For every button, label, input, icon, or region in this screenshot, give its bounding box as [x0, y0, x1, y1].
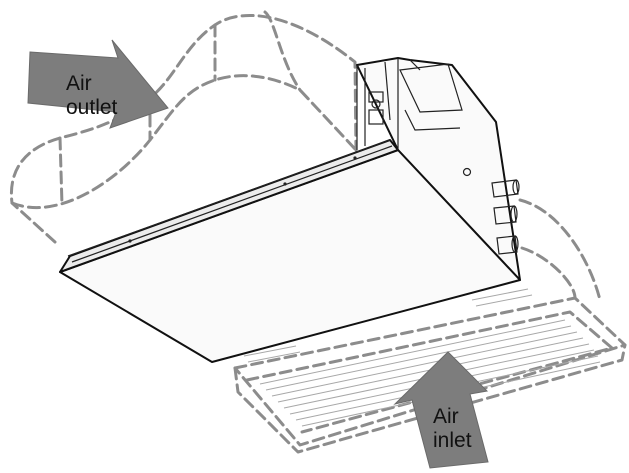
inlet-grille-slats: [243, 288, 601, 427]
air-outlet-arrow: [27, 39, 169, 129]
pipe-connections: [462, 167, 520, 255]
air-outlet-label: Air outlet: [66, 72, 117, 120]
air-outlet-label-line2: outlet: [66, 96, 118, 119]
air-inlet-label: Air inlet: [433, 405, 472, 453]
air-inlet-label-line2: inlet: [433, 429, 472, 452]
air-inlet-label-line1: Air: [433, 405, 459, 428]
air-inlet-arrow: [393, 351, 489, 469]
outlet-duct-outline: [9, 10, 358, 244]
unit-end-bracket: [356, 58, 463, 150]
air-outlet-label-line1: Air: [66, 72, 92, 95]
